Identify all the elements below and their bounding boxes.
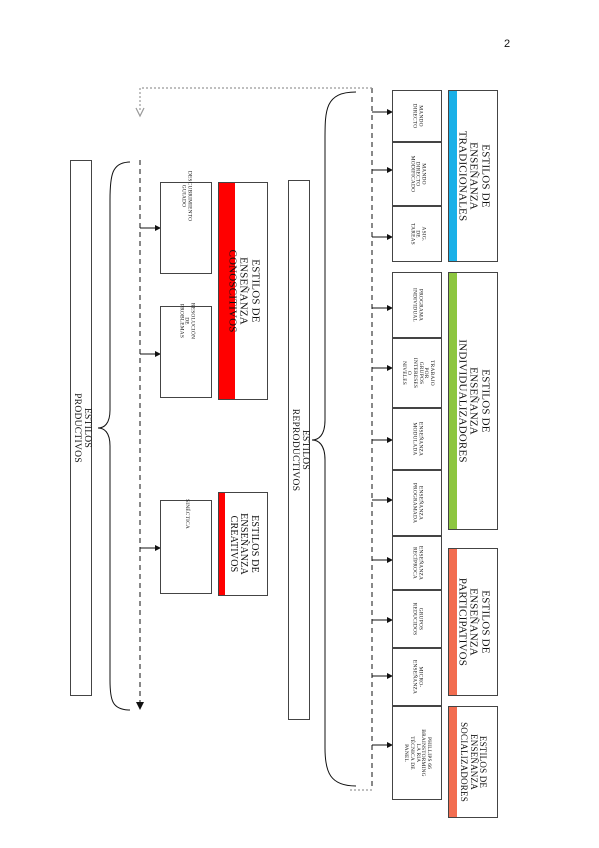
style-sinectica: SINÉCTICA: [160, 498, 212, 594]
style-resolucion-problemas: RESOLUCIÓN DE PROBLEMAS: [160, 303, 212, 398]
group-label: ESTILOS REPRODUCTIVOS: [290, 408, 310, 492]
style-label: MANDO DIRECTO: [412, 103, 424, 129]
group-reproductivos: ESTILOS REPRODUCTIVOS: [288, 180, 310, 720]
style-programa-individual: PROGRAMA INDIVIDUAL: [392, 272, 442, 338]
style-ensenanza-programada: ENSEÑANZA PROGRAMADA: [392, 470, 442, 536]
style-label: ENSEÑANZA PROGRAMADA: [412, 482, 424, 524]
style-label: PHILLIPS 66 BRAINSTORMING LA RIA TÉCNICA…: [403, 729, 433, 777]
style-phillips-66: PHILLIPS 66 BRAINSTORMING LA RIA TÉCNICA…: [392, 706, 442, 800]
category-individualizadores: ESTILOS DE ENSEÑANZA INDIVIDUALIZADORES: [448, 272, 498, 530]
category-label: ESTILOS DE ENSEÑANZA CREATIVOS: [227, 513, 260, 575]
page-number: 2: [504, 38, 511, 50]
category-color-bar: [219, 183, 235, 399]
style-label: ENSEÑANZA MODULADA: [412, 421, 424, 457]
style-label: PROGRAMA INDIVIDUAL: [412, 287, 424, 323]
category-label: ESTILOS DE ENSEÑANZA INDIVIDUALIZADORES: [456, 339, 492, 463]
category-tradicionales: ESTILOS DE ENSEÑANZA TRADICIONALES: [448, 90, 498, 262]
style-label: MANDO DIRECTO MODIFICADO: [409, 155, 427, 193]
category-socializadores: ESTILOS DE ENSEÑANZA SOCIALIZADORES: [448, 706, 498, 818]
style-ensenanza-reciproca: ENSEÑANZA RECÍPROCA: [392, 536, 442, 590]
group-productivos: ESTILOS PRODUCTIVOS: [70, 160, 92, 696]
style-micro-ensenanza: MICRO- ENSEÑANZA: [392, 648, 442, 706]
style-label: GRUPOS REDUCIDOS: [412, 602, 424, 636]
style-label: ENSEÑANZA RECÍPROCA: [412, 545, 424, 581]
category-color-bar: [449, 549, 457, 695]
style-mando-directo-modificado: MANDO DIRECTO MODIFICADO: [392, 142, 442, 206]
category-participativos: ESTILOS DE ENSEÑANZA PARTICIPATIVOS: [448, 548, 498, 696]
category-label: ESTILOS DE ENSEÑANZA PARTICIPATIVOS: [456, 577, 492, 667]
category-color-bar: [449, 91, 457, 261]
group-label: ESTILOS PRODUCTIVOS: [72, 393, 92, 463]
style-ensenanza-modulada: ENSEÑANZA MODULADA: [392, 408, 442, 470]
style-asig-tareas: ASIG. DE TAREAS: [392, 206, 442, 262]
style-label: RESOLUCIÓN DE PROBLEMAS: [178, 303, 196, 340]
style-mando-directo: MANDO DIRECTO: [392, 90, 442, 142]
style-trabajo-grupos: TRABAJO POR GRUPOS INTERESES O NIVELES: [392, 338, 442, 408]
style-label: ASIG. DE TAREAS: [409, 223, 427, 245]
style-descubrimiento-guiado: DESCUBRIMIENTO GUIADO: [160, 170, 212, 274]
style-label: SINÉCTICA: [183, 498, 190, 529]
style-label: TRABAJO POR GRUPOS INTERESES O NIVELES: [400, 357, 436, 389]
category-cognoscitivos: ESTILOS DE ENSEÑANZA CONOSCITIVOS: [218, 182, 268, 400]
category-creativos: ESTILOS DE ENSEÑANZA CREATIVOS: [218, 492, 268, 596]
category-color-bar: [449, 273, 457, 529]
style-grupos-reducidos: GRUPOS REDUCIDOS: [392, 590, 442, 648]
category-label: ESTILOS DE ENSEÑANZA CONOSCITIVOS: [226, 249, 262, 333]
category-label: ESTILOS DE ENSEÑANZA TRADICIONALES: [456, 130, 492, 222]
style-label: MICRO- ENSEÑANZA: [412, 659, 424, 695]
category-label: ESTILOS DE ENSEÑANZA SOCIALIZADORES: [459, 722, 489, 802]
category-color-bar: [449, 707, 457, 817]
category-color-bar: [219, 493, 225, 595]
style-label: DESCUBRIMIENTO GUIADO: [181, 170, 193, 221]
